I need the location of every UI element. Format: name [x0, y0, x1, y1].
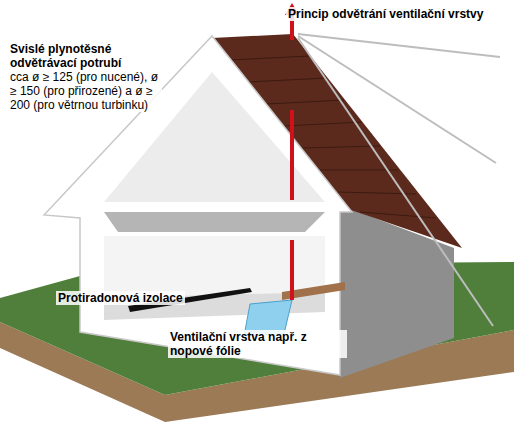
pipe-heading: Svislé plynotěsné odvětrávací potrubí: [8, 42, 162, 70]
title: Princip odvětrání ventilační vrstvy: [286, 7, 485, 21]
insulation-label: Protiradonová izolace: [56, 291, 185, 305]
pipe-dimensions: cca ø ≥ 125 (pro nucené), ø ≥ 150 (pro p…: [8, 70, 162, 112]
ceiling-slab: [104, 212, 325, 232]
vent-pipe: [290, 12, 294, 300]
membrane-label: Ventilační vrstva např. z nopové fólie: [168, 330, 347, 358]
leader-lines: [298, 34, 500, 326]
